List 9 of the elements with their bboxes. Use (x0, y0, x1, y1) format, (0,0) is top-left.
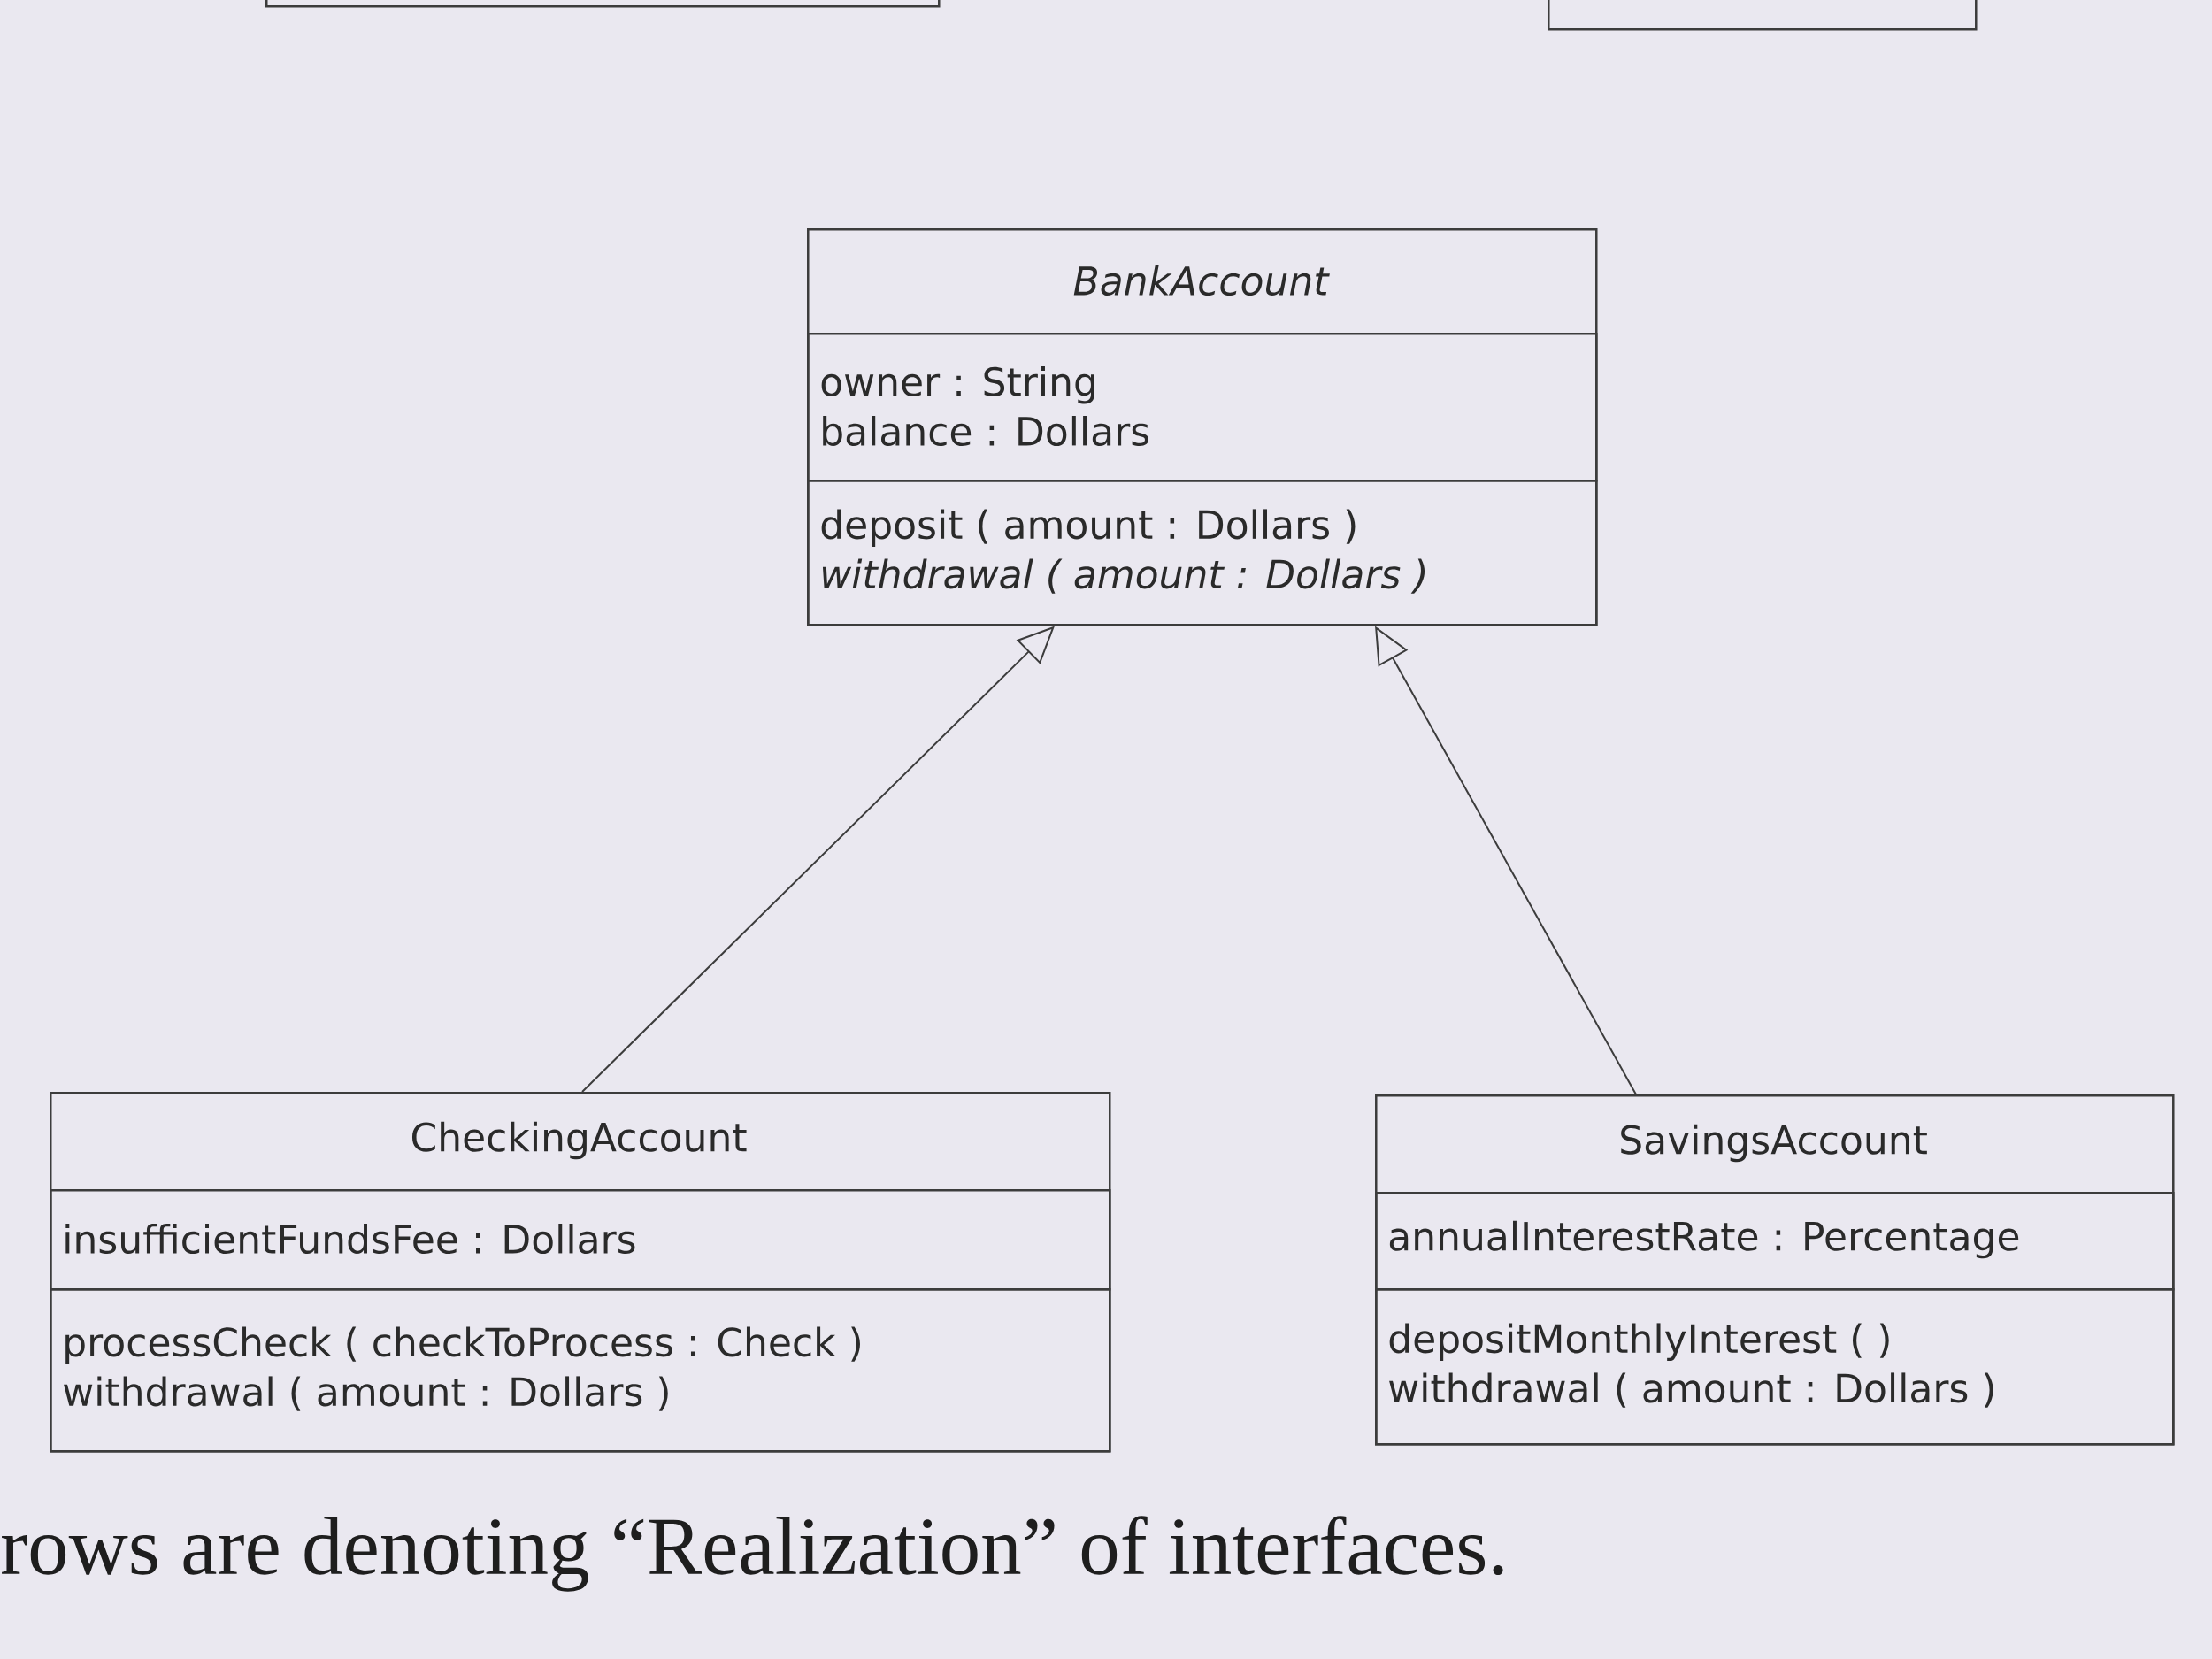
caption: rows are denoting “Realization” of interfaces. (2, 1516, 1503, 1592)
box-fragment (1548, 0, 1978, 31)
class-compartment: processCheck ( checkToProcess : Check ) withdrawal ( amount : Dollars ) (50, 1288, 1111, 1453)
class-compartment: annualInterestRate : Percentage (1375, 1192, 2175, 1291)
class-compartment: owner : String balance : Dollars (807, 333, 1598, 482)
class-compartment: deposit ( amount : Dollars ) withdrawal ( amount : Dollars ) (807, 480, 1598, 626)
class-compartment: insufficientFundsFee : Dollars (50, 1189, 1111, 1291)
class-compartment: depositMonthlyInterest ( ) withdrawal ( amount : Dollars ) (1375, 1288, 2175, 1446)
box-fragment (265, 0, 941, 8)
